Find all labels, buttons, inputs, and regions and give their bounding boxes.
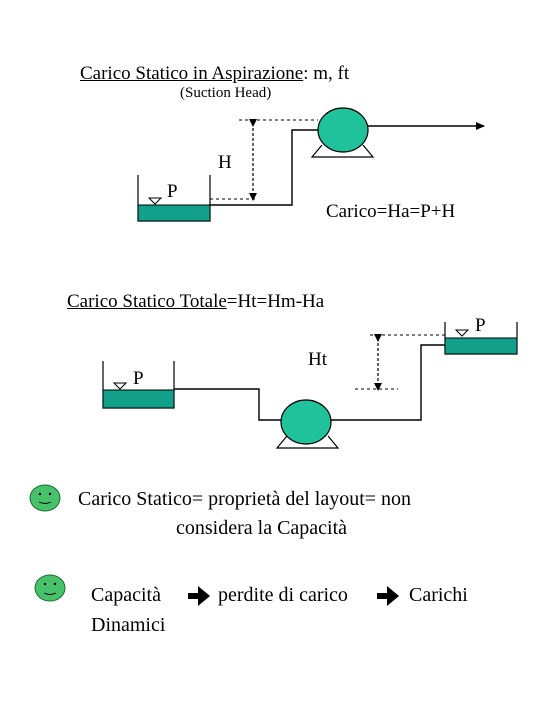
- section2-title-rest: =Ht=Hm-Ha: [226, 291, 325, 312]
- label-p-suction: P: [167, 181, 178, 202]
- section1-title-rest: : m, ft: [303, 63, 350, 84]
- suction-tank: [137, 175, 211, 222]
- label-h: H: [218, 152, 232, 173]
- system-pipe: [174, 388, 282, 421]
- arrow-right-icon: [377, 586, 399, 606]
- smiley-icon: [29, 484, 61, 512]
- note2-capacity: Capacità: [91, 584, 161, 606]
- section2-title: Carico Statico Totale=Ht=Hm-Ha: [67, 292, 324, 311]
- upper-tank: [444, 322, 518, 355]
- pump-1: [310, 107, 375, 158]
- upper-tank-liquid: [444, 337, 518, 355]
- section1-subtitle: (Suction Head): [180, 85, 272, 101]
- liquid-level-icon: [454, 329, 470, 337]
- lower-tank: [102, 361, 175, 409]
- section1-title: Carico Statico in Aspirazione: m, ft: [80, 64, 349, 83]
- section1-title-underlined: Carico Statico in Aspirazione: [80, 63, 304, 84]
- suction-pipe: [210, 129, 318, 206]
- note2-dynamic: Dinamici: [91, 614, 166, 636]
- note1-line2: considera la Capacità: [176, 517, 348, 539]
- liquid-level-icon: [147, 197, 163, 205]
- label-ht: Ht: [308, 349, 327, 370]
- note2-losses: perdite di carico: [218, 584, 348, 606]
- smiley-icon: [34, 574, 66, 602]
- label-p-upper-tank: P: [475, 315, 486, 336]
- note1-line1: Carico Statico= proprietà del layout= no…: [78, 488, 412, 510]
- arrow-right-icon: [188, 586, 210, 606]
- section1-equation: Carico=Ha=P+H: [326, 201, 456, 222]
- pump-2: [275, 399, 340, 449]
- liquid-level-icon: [112, 382, 128, 390]
- section2-title-underlined: Carico Statico Totale: [67, 291, 227, 312]
- system-pipe-discharge: [331, 344, 445, 421]
- suction-tank-liquid: [137, 204, 211, 222]
- lower-tank-liquid: [102, 389, 175, 409]
- label-p-lower-tank: P: [133, 368, 144, 389]
- note2-loads: Carichi: [409, 584, 468, 606]
